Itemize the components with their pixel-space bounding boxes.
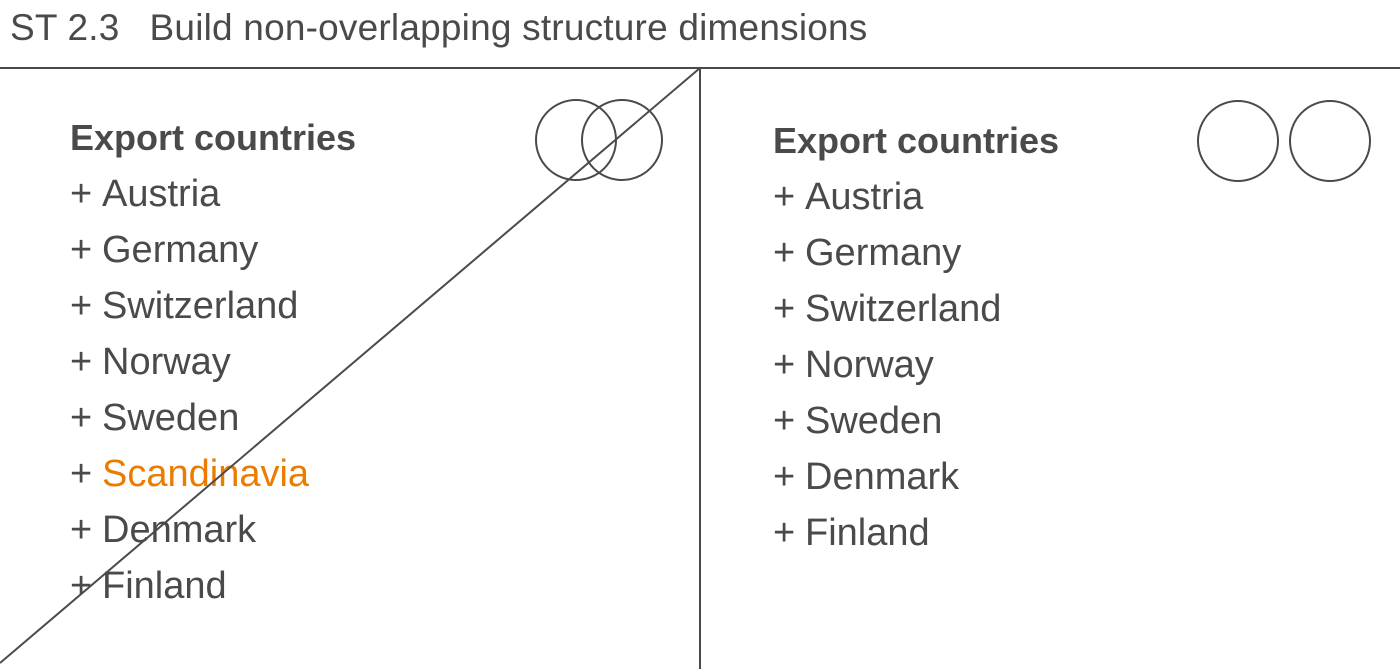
list-item: +Switzerland <box>70 278 356 334</box>
list-item-highlighted: +Scandinavia <box>70 446 356 502</box>
plus-icon: + <box>70 173 93 215</box>
list-item: +Sweden <box>773 393 1059 449</box>
plus-icon: + <box>773 512 796 554</box>
plus-icon: + <box>70 453 93 495</box>
left-panel-heading: Export countries <box>70 117 357 158</box>
plus-icon: + <box>773 344 796 386</box>
page-title: ST 2.3 Build non-overlapping structure di… <box>10 4 868 52</box>
plus-icon: + <box>70 229 93 271</box>
right-panel-correct: Export countries +Austria +Germany +Swit… <box>773 113 1059 561</box>
separate-circles-icon <box>1197 100 1371 182</box>
title-text: Build non-overlapping structure dimensio… <box>149 7 868 48</box>
list-item: +Finland <box>773 505 1059 561</box>
plus-icon: + <box>773 232 796 274</box>
list-item: +Finland <box>70 558 356 614</box>
plus-icon: + <box>70 341 93 383</box>
list-item: +Switzerland <box>773 281 1059 337</box>
plus-icon: + <box>70 397 93 439</box>
overlapping-circles-icon <box>535 99 663 181</box>
list-item: +Norway <box>773 337 1059 393</box>
plus-icon: + <box>773 456 796 498</box>
left-country-list: +Austria +Germany +Switzerland +Norway +… <box>70 166 356 614</box>
plus-icon: + <box>773 176 796 218</box>
title-number: ST 2.3 <box>10 7 120 48</box>
right-country-list: +Austria +Germany +Switzerland +Norway +… <box>773 169 1059 561</box>
left-panel-incorrect: Export countries +Austria +Germany +Swit… <box>70 110 356 614</box>
list-item: +Sweden <box>70 390 356 446</box>
list-item: +Austria <box>773 169 1059 225</box>
list-item: +Germany <box>70 222 356 278</box>
list-item: +Germany <box>773 225 1059 281</box>
list-item: +Austria <box>70 166 356 222</box>
plus-icon: + <box>773 400 796 442</box>
plus-icon: + <box>773 288 796 330</box>
list-item: +Norway <box>70 334 356 390</box>
plus-icon: + <box>70 285 93 327</box>
plus-icon: + <box>70 565 93 607</box>
plus-icon: + <box>70 509 93 551</box>
list-item: +Denmark <box>773 449 1059 505</box>
right-panel-heading: Export countries <box>773 120 1060 161</box>
panel-divider <box>699 68 701 669</box>
list-item: +Denmark <box>70 502 356 558</box>
